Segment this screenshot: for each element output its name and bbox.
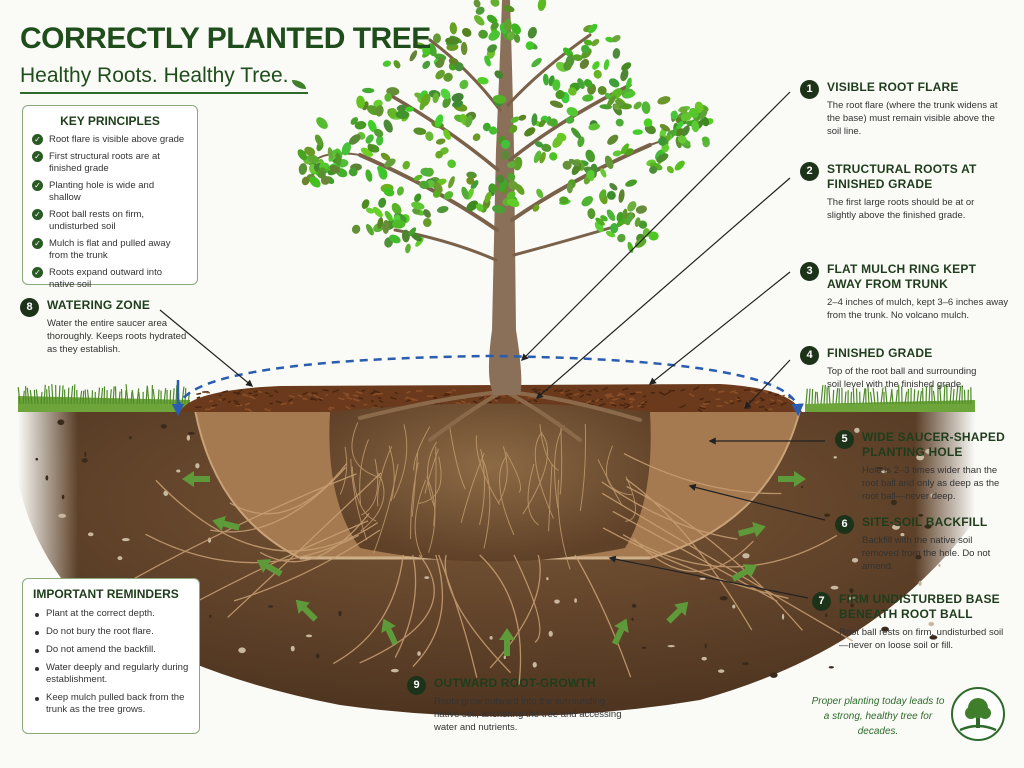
- important-reminders-list: Plant at the correct depth. Do not bury t…: [33, 608, 189, 716]
- check-icon: ✓: [32, 151, 43, 162]
- root-growth-arrows: [182, 471, 806, 656]
- important-reminders-title: IMPORTANT REMINDERS: [33, 587, 179, 601]
- callout-3: 3 FLAT MULCH RING KEPT AWAY FROM TRUNK 2–4…: [800, 262, 1010, 322]
- key-principle-item: ✓ Root ball rests on firm, undisturbed so…: [32, 209, 188, 233]
- callout-body: 2–4 inches of mulch, kept 3–6 inches awa…: [827, 297, 1009, 321]
- callout-body: Root ball rests on firm, undisturbed soi…: [839, 627, 1004, 651]
- bullet-icon: [35, 631, 39, 635]
- callout-5: 5 WIDE SAUCER-SHAPED PLANTING HOLE Hole is…: [835, 430, 1010, 503]
- check-icon: ✓: [32, 209, 43, 220]
- callout-title: WATERING ZONE: [47, 298, 151, 312]
- key-principle-text: Root flare is visible above grade: [49, 134, 185, 145]
- reminder-item: Do not amend the backfill.: [33, 644, 189, 656]
- bullet-icon: [35, 697, 39, 701]
- reminder-text: Plant at the correct depth.: [46, 608, 155, 619]
- reminder-text: Do not bury the root flare.: [46, 626, 154, 637]
- callout-number: 7: [812, 592, 831, 611]
- callout-6: 6 SITE-SOIL BACKFILL Backfill with the nat…: [835, 515, 1000, 573]
- watering-zone-arc: [176, 354, 804, 417]
- key-principle-item: ✓ Root flare is visible above grade: [32, 134, 188, 146]
- tree-badge-icon: [951, 687, 1005, 741]
- callout-body: The root flare (where the trunk widens a…: [827, 100, 998, 137]
- key-principles-title: KEY PRINCIPLES: [60, 114, 160, 128]
- callout-body: Top of the root ball and surrounding soi…: [827, 366, 977, 390]
- footer-note: Proper planting today leads to a strong,…: [811, 696, 945, 737]
- key-principle-item: ✓ Mulch is flat and pulled away from the …: [32, 238, 188, 262]
- outward-roots: [120, 453, 854, 685]
- reminder-text: Do not amend the backfill.: [46, 644, 156, 655]
- page-subtitle: Healthy Roots. Healthy Tree.: [20, 64, 289, 87]
- callout-number: 4: [800, 346, 819, 365]
- leader-lines: [159, 91, 826, 599]
- callout-number: 1: [800, 80, 819, 99]
- callout-body: Backfill with the native soil removed fr…: [862, 535, 991, 572]
- key-principle-text: Root ball rests on firm, undisturbed soi…: [49, 209, 145, 232]
- callout-title: WIDE SAUCER-SHAPED PLANTING HOLE: [862, 430, 1005, 459]
- important-reminders-box: IMPORTANT REMINDERS Plant at the correct…: [22, 578, 200, 734]
- check-icon: ✓: [32, 267, 43, 278]
- key-principle-text: First structural roots are at finished g…: [49, 151, 160, 174]
- page-title: CORRECTLY PLANTED TREE: [20, 22, 431, 55]
- callout-1: 1 VISIBLE ROOT FLARE The root flare (where…: [800, 80, 1000, 138]
- bullet-icon: [35, 667, 39, 671]
- tree: [297, 0, 714, 395]
- callout-body: The first large roots should be at or sl…: [827, 197, 975, 221]
- reminder-text: Keep mulch pulled back from the trunk as…: [46, 692, 185, 715]
- key-principle-text: Planting hole is wide and shallow: [49, 180, 155, 203]
- key-principle-text: Roots expand outward into native soil: [49, 267, 163, 290]
- callout-title: FIRM UNDISTURBED BASE BENEATH ROOT BALL: [839, 592, 1000, 621]
- callout-4: 4 FINISHED GRADE Top of the root ball and …: [800, 346, 990, 391]
- title-divider: [20, 92, 308, 94]
- key-principle-item: ✓ First structural roots are at finished …: [32, 151, 188, 175]
- callout-7: 7 FIRM UNDISTURBED BASE BENEATH ROOT BALL…: [812, 592, 1012, 652]
- check-icon: ✓: [32, 180, 43, 191]
- callout-2: 2 STRUCTURAL ROOTS AT FINISHED GRADE The f…: [800, 162, 990, 222]
- callout-8: 8 WATERING ZONE Water the entire saucer ar…: [20, 298, 195, 356]
- bullet-icon: [35, 613, 39, 617]
- callout-number: 6: [835, 515, 854, 534]
- callout-body: Hole is 2–3 times wider than the root ba…: [862, 465, 1000, 502]
- callout-number: 2: [800, 162, 819, 181]
- reminder-item: Plant at the correct depth.: [33, 608, 189, 620]
- callout-number: 8: [20, 298, 39, 317]
- callout-title: SITE-SOIL BACKFILL: [862, 515, 988, 529]
- root-ball: [329, 403, 651, 570]
- callout-body: Roots grow outward into the surrounding …: [434, 696, 622, 733]
- leaf-icon: [292, 80, 306, 89]
- callout-title: VISIBLE ROOT FLARE: [827, 80, 959, 94]
- bullet-icon: [35, 649, 39, 653]
- callout-body: Water the entire saucer area thoroughly.…: [47, 318, 187, 355]
- callout-title: STRUCTURAL ROOTS AT FINISHED GRADE: [827, 162, 977, 191]
- check-icon: ✓: [32, 238, 43, 249]
- key-principle-item: ✓ Roots expand outward into native soil: [32, 267, 188, 291]
- callout-title: OUTWARD ROOT-GROWTH: [434, 676, 596, 690]
- reminder-item: Water deeply and regularly during establ…: [33, 662, 189, 686]
- callout-number: 3: [800, 262, 819, 281]
- callout-number: 9: [407, 676, 426, 695]
- key-principle-item: ✓ Planting hole is wide and shallow: [32, 180, 188, 204]
- callout-9: 9 OUTWARD ROOT-GROWTH Roots grow outward i…: [407, 676, 627, 734]
- key-principles-list: ✓ Root flare is visible above grade ✓ First…: [32, 134, 188, 291]
- reminder-item: Do not bury the root flare.: [33, 626, 189, 638]
- grass-edge: [17, 384, 975, 412]
- reminder-item: Keep mulch pulled back from the trunk as…: [33, 692, 189, 716]
- callout-number: 5: [835, 430, 854, 449]
- key-principles-box: KEY PRINCIPLES ✓ Root flare is visible ab…: [22, 105, 198, 290]
- callout-title: FINISHED GRADE: [827, 346, 933, 360]
- reminder-text: Water deeply and regularly during establ…: [46, 662, 189, 685]
- key-principle-text: Mulch is flat and pulled away from the t…: [49, 238, 171, 261]
- check-icon: ✓: [32, 134, 43, 145]
- callout-title: FLAT MULCH RING KEPT AWAY FROM TRUNK: [827, 262, 977, 291]
